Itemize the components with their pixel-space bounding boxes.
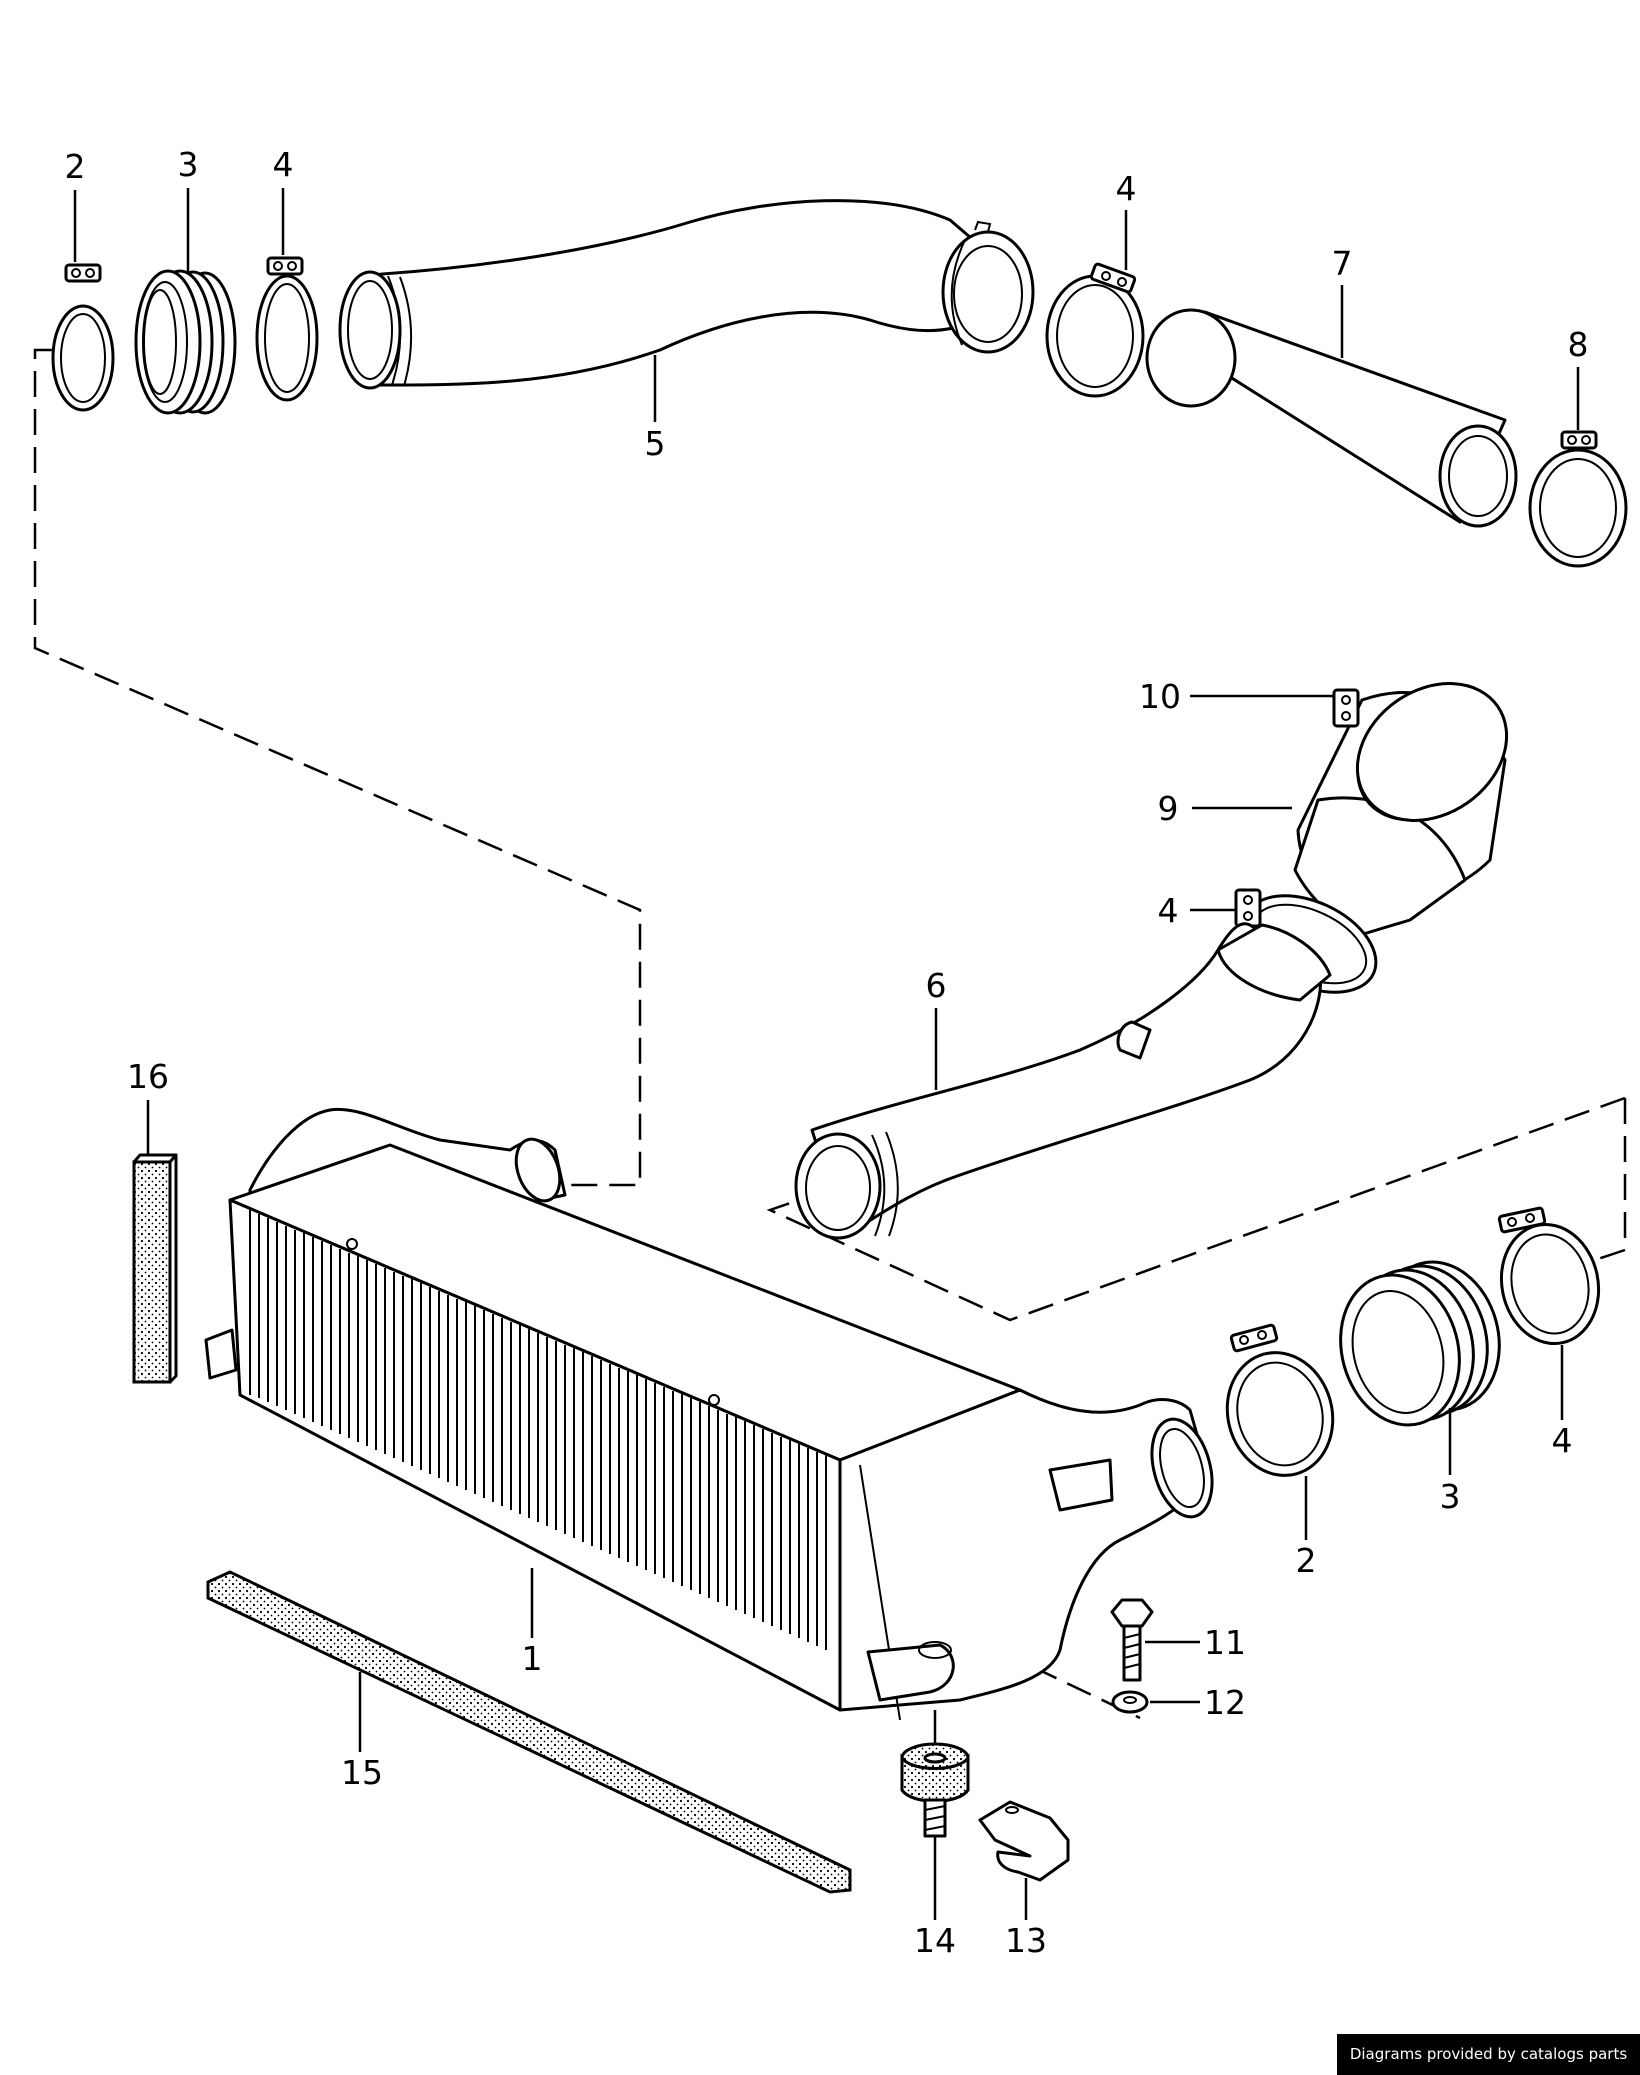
charge-air-pipe-6 [794, 922, 1332, 1240]
callout-11: 11 [1204, 1623, 1246, 1662]
callout-14: 14 [914, 1921, 956, 1960]
callout-1: 1 [522, 1639, 543, 1678]
hose-clamp-2-top [51, 263, 115, 412]
callout-7: 7 [1332, 244, 1353, 283]
callout-8: 8 [1568, 325, 1589, 364]
callout-4: 4 [273, 145, 294, 184]
rubber-mount-14 [900, 1742, 970, 1838]
callout-4: 4 [1552, 1421, 1573, 1460]
hose-clamp-4-bottom [1497, 1206, 1601, 1346]
bolt-11 [1110, 1598, 1154, 1682]
hose-clamp-2-bottom [1225, 1323, 1335, 1477]
callout-9: 9 [1158, 789, 1179, 828]
foam-strip-15 [206, 1570, 852, 1894]
washer-12 [1111, 1690, 1149, 1714]
leader-lines [73, 188, 1580, 1920]
callout-3: 3 [1440, 1477, 1461, 1516]
rubber-coupler-3-bottom [1339, 1260, 1501, 1427]
callout-12: 12 [1204, 1683, 1246, 1722]
callout-16: 16 [127, 1057, 169, 1096]
intercooler-1 [204, 1107, 1214, 1721]
watermark-label: Diagrams provided by catalogs parts [1337, 2034, 1640, 2075]
charge-air-pipe-5 [338, 199, 1035, 390]
callout-2: 2 [65, 147, 86, 186]
core-fins [249, 1210, 827, 1650]
callout-4: 4 [1116, 169, 1137, 208]
hose-clamp-4-top-left [255, 256, 319, 402]
callout-6: 6 [926, 966, 947, 1005]
callout-13: 13 [1005, 1921, 1047, 1960]
foam-strip-16 [132, 1153, 178, 1384]
bracket-13 [978, 1800, 1070, 1882]
callout-5: 5 [645, 424, 666, 463]
callout-10: 10 [1139, 677, 1181, 716]
hose-clamp-4-top-right [1045, 262, 1145, 398]
hose-clamp-8 [1528, 430, 1628, 568]
callout-2: 2 [1296, 1541, 1317, 1580]
rubber-coupler-3-top [134, 269, 237, 415]
callout-4: 4 [1158, 891, 1179, 930]
callout-3: 3 [178, 145, 199, 184]
hose-clamp-10 [1332, 682, 1509, 822]
intake-tube-7 [1145, 308, 1518, 528]
callout-15: 15 [341, 1753, 383, 1792]
callout-numbers: 2 3 4 5 4 7 8 10 9 4 6 16 4 3 2 1 11 12 … [65, 145, 1589, 1960]
